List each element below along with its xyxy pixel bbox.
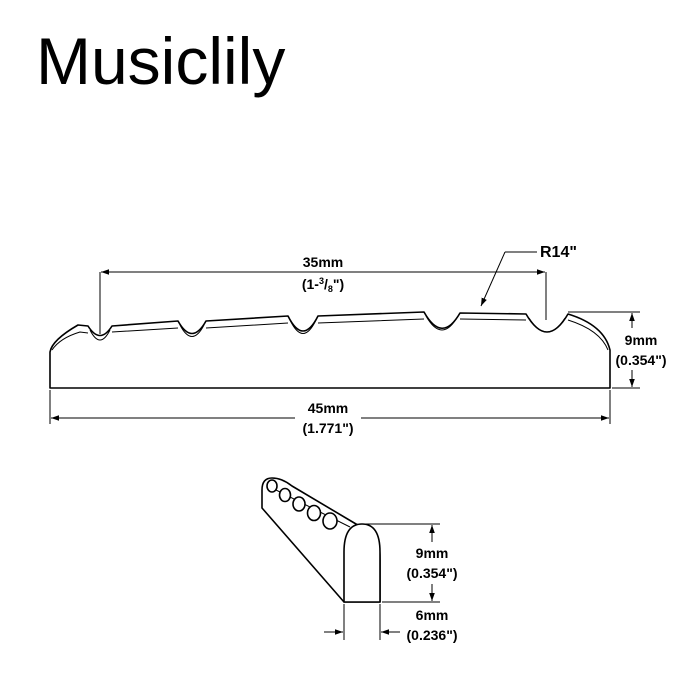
string-slot-1 xyxy=(89,329,111,341)
length-imperial-label: (1.771") xyxy=(303,420,354,436)
side-slot-3 xyxy=(292,496,306,512)
side-height-label-bg xyxy=(400,542,466,584)
brand-logo-text: Musiclily xyxy=(36,24,286,98)
nut-front-outline xyxy=(49,311,611,389)
string-slot-2 xyxy=(179,324,205,337)
height-metric-label: 9mm xyxy=(625,332,658,348)
radius-label: R14" xyxy=(540,244,577,261)
radius-leader-arrow xyxy=(480,251,506,307)
string-slot-4 xyxy=(425,315,459,331)
string-slot-5 xyxy=(528,317,566,333)
side-width-imperial-label: (0.236") xyxy=(407,627,458,643)
string-slot-3 xyxy=(289,319,317,334)
height-label-bg xyxy=(612,328,672,370)
length-metric-label: 45mm xyxy=(308,400,348,416)
span-imperial-label: (1-3/8") xyxy=(302,276,344,294)
side-width-metric-label: 6mm xyxy=(416,607,449,623)
side-slot-5 xyxy=(322,512,338,530)
height-imperial-label: (0.354") xyxy=(616,352,667,368)
nut-top-edge xyxy=(51,318,609,351)
side-slot-4 xyxy=(306,504,322,522)
length-label-bg xyxy=(295,398,361,438)
side-slot-2 xyxy=(278,487,292,503)
front-view: 35mm (1-3/8") R14" 9mm (0.354") 45mm (1.… xyxy=(49,244,672,438)
side-height-metric-label: 9mm xyxy=(416,545,449,561)
side-height-imperial-label: (0.354") xyxy=(407,565,458,581)
side-slot-1 xyxy=(266,479,278,493)
nut-end-face xyxy=(343,523,381,603)
side-view: 9mm (0.354") 6mm (0.236") xyxy=(261,477,466,643)
span-metric-label: 35mm xyxy=(303,254,343,270)
